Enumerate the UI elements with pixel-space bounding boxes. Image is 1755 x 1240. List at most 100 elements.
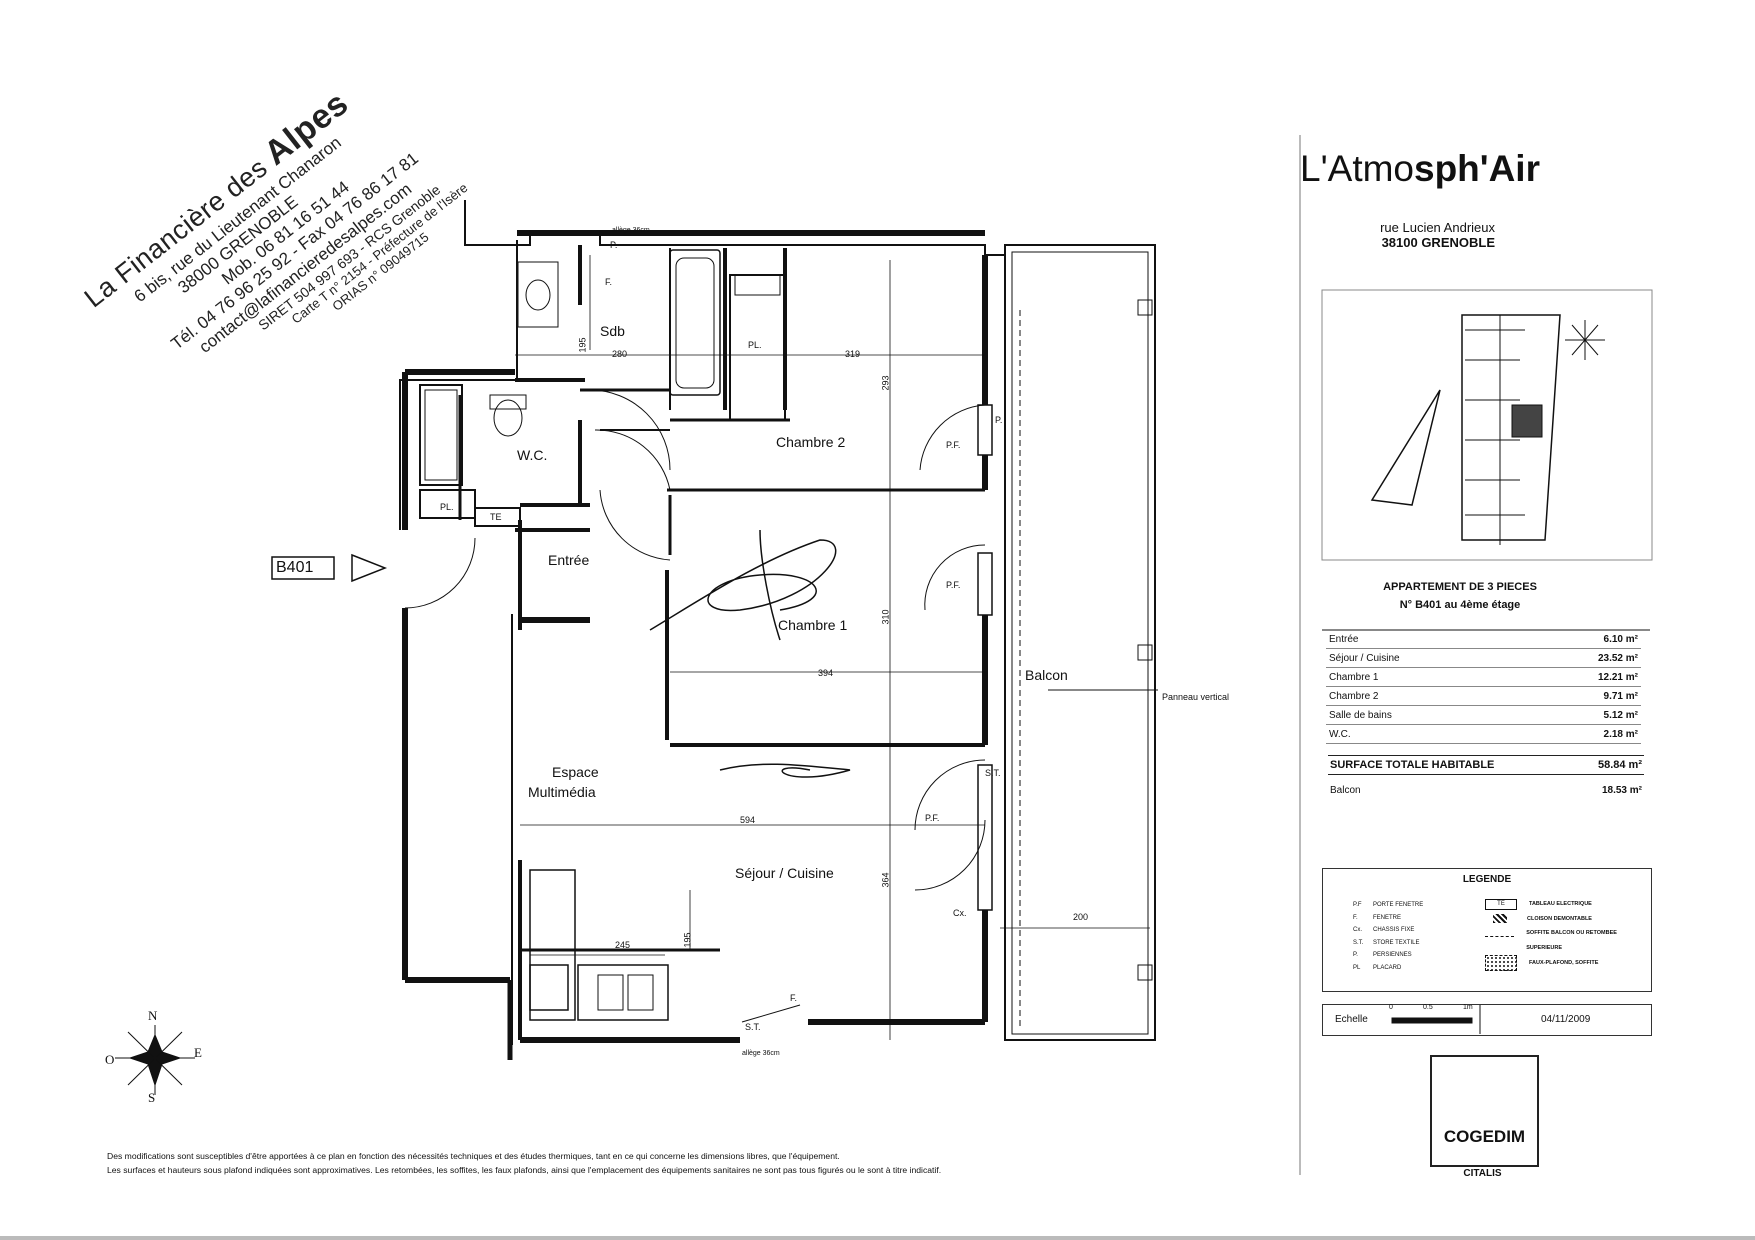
legend-text: PLACARD (1373, 964, 1402, 971)
dim-293: 293 (880, 375, 891, 391)
surface-total-area: 58.84 m² (1597, 759, 1642, 771)
disclaimer-line-1: Des modifications sont susceptibles d'êt… (107, 1151, 840, 1161)
dim-394: 394 (818, 668, 834, 678)
surface-area: 2.18 m² (1522, 724, 1641, 744)
room-espace-1: Espace (552, 764, 599, 780)
legend-key: F. (1353, 914, 1358, 921)
project-street: rue Lucien Andrieux (1380, 220, 1495, 235)
surface-room: Chambre 1 (1326, 667, 1523, 687)
brand-name: COGEDIM (1443, 1127, 1526, 1146)
disclaimer: Des modifications sont susceptibles d'êt… (107, 1149, 1207, 1177)
surface-area: 5.12 m² (1522, 705, 1641, 725)
dim-364: 364 (880, 872, 891, 888)
surface-room: Entrée (1326, 630, 1523, 649)
legend-text: CHASSIS FIXE (1373, 927, 1415, 933)
pl-wc: PL. (440, 502, 454, 512)
legend-symbol: TE (1485, 898, 1517, 910)
dim-245: 245 (615, 940, 631, 950)
surface-room: Salle de bains (1326, 705, 1523, 725)
legend-text: FAUX-PLAFOND, SOFFITE (1529, 959, 1599, 966)
project-title-b: sph'Air (1414, 148, 1540, 189)
project-city: 38100 GRENOBLE (1381, 235, 1495, 250)
legend-key: PL (1353, 964, 1361, 971)
legend-text: PERSIENNES (1373, 952, 1412, 958)
legend-text: SOFFITE BALCON OU RETOMBEE SUPERIEURE (1526, 930, 1617, 951)
surface-room: Séjour / Cuisine (1326, 648, 1523, 668)
pf-sejour: P.F. (925, 813, 940, 823)
apartment-label: B401 (276, 559, 314, 576)
room-entree: Entrée (548, 552, 590, 568)
north-wall (464, 200, 1005, 256)
legend-text: PORTE FENETRE (1373, 902, 1424, 908)
allege-south: allège 36cm (742, 1050, 780, 1057)
brand-sub: CITALIS (1463, 1168, 1502, 1179)
dim-310: 310 (880, 609, 891, 625)
dim-594: 594 (740, 815, 756, 825)
p-sdb: P. (610, 240, 618, 250)
project-title: L'Atmosph'Air (1300, 148, 1540, 190)
compass-n: N (148, 1008, 158, 1023)
st-south: S.T. (745, 1022, 761, 1032)
allege-north: allège 36cm (612, 227, 650, 234)
legend-title: LEGENDE (1462, 874, 1512, 885)
compass-s: S (148, 1090, 156, 1105)
scale-label: Echelle (1335, 1014, 1368, 1025)
legend-text: TABLEAU ELECTRIQUE (1529, 901, 1592, 907)
room-chambre1: Chambre 1 (778, 617, 848, 633)
pf-chambre1: P.F. (946, 580, 961, 590)
legend-key: S.T. (1353, 939, 1364, 946)
surface-total-label: SURFACE TOTALE HABITABLE (1330, 759, 1495, 771)
surface-balcon-label: Balcon (1330, 785, 1361, 796)
surface-area: 6.10 m² (1522, 630, 1641, 649)
scale-0: 0 (1389, 1004, 1393, 1011)
legend-symbol (1485, 935, 1515, 946)
room-sejour: Séjour / Cuisine (735, 865, 834, 881)
legend-symbol (1493, 914, 1507, 924)
surface-area: 23.52 m² (1522, 648, 1641, 668)
compass-o: O (105, 1052, 115, 1067)
compass-rose-icon (115, 1025, 195, 1095)
apartment-number: N° B401 au 4ème étage (1399, 599, 1521, 611)
room-balcon: Balcon (1025, 667, 1068, 683)
dim-319: 319 (845, 349, 861, 359)
legend-symbol (1485, 955, 1517, 971)
cogedim-logo: COGEDIM (1430, 1055, 1539, 1167)
p-chambre2: P. (995, 415, 1003, 425)
scale-1m: 1m (1463, 1004, 1473, 1011)
cx-sejour: Cx. (953, 908, 967, 918)
compass-e: E (194, 1045, 202, 1060)
surface-balcon: Balcon 18.53 m² (1328, 783, 1644, 798)
signature (649, 529, 851, 778)
surface-area: 9.71 m² (1522, 686, 1641, 706)
te-panel: TE (490, 512, 502, 522)
f-sdb: F. (605, 277, 613, 287)
legend-key: P.F (1353, 902, 1362, 908)
project-title-a: L'Atmo (1300, 148, 1414, 189)
disclaimer-line-2: Les surfaces et hauteurs sous plafond in… (107, 1165, 942, 1175)
legend-text: FENETRE (1373, 914, 1402, 921)
pl-chambre2: PL. (748, 340, 762, 350)
legend-text: STORE TEXTILE (1373, 939, 1420, 946)
plan-date: 04/11/2009 (1541, 1014, 1591, 1025)
dim-195: 195 (577, 337, 588, 353)
f-sejour: F. (790, 993, 798, 1003)
dim-195b: 195 (682, 932, 693, 948)
scale-05: 0.5 (1423, 1004, 1433, 1011)
room-wc: W.C. (517, 447, 548, 463)
surface-area: 12.21 m² (1522, 667, 1641, 687)
apartment-type: APPARTEMENT DE 3 PIECES (1383, 581, 1537, 593)
surface-room: W.C. (1326, 724, 1523, 744)
surface-total: SURFACE TOTALE HABITABLE 58.84 m² (1328, 755, 1644, 775)
apartment-info: APPARTEMENT DE 3 PIECES N° B401 au 4ème … (1300, 578, 1620, 614)
surface-room: Chambre 2 (1326, 686, 1523, 706)
room-espace-2: Multimédia (528, 784, 596, 800)
dim-200: 200 (1073, 912, 1089, 922)
